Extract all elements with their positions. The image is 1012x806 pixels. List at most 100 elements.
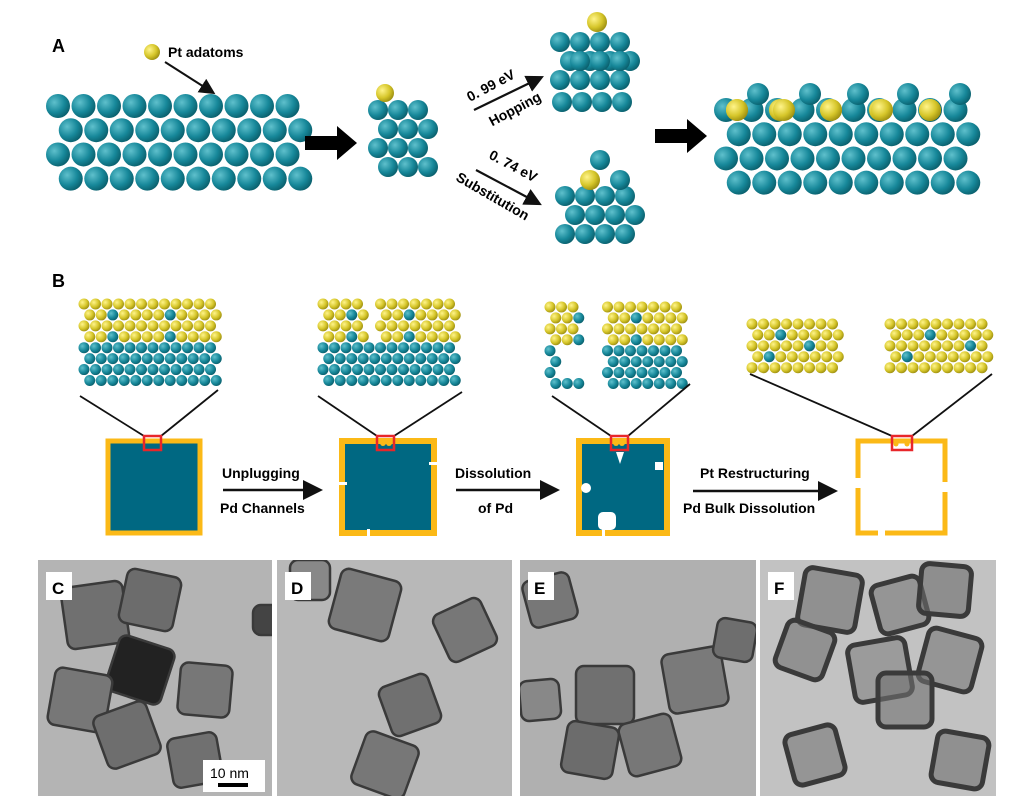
pt-atom [792, 362, 804, 374]
pt-atom [619, 312, 631, 324]
pt-atom [386, 320, 398, 332]
pt-atom [392, 309, 404, 321]
pd-atom [346, 309, 358, 321]
pd-atom [615, 186, 635, 206]
pd-atom [262, 166, 287, 191]
pt-atom [648, 323, 659, 335]
pd-atom [97, 142, 121, 167]
pd-atom [58, 166, 83, 191]
pd-atom [550, 356, 562, 368]
pd-atom [418, 119, 438, 139]
pt-atom [976, 362, 988, 374]
pd-atom [421, 342, 432, 354]
pd-atom [590, 150, 610, 170]
pt-atom [580, 170, 600, 190]
pd-atom [630, 312, 642, 324]
pd-atom [918, 146, 942, 171]
pt-atom [544, 301, 556, 313]
pd-atom [403, 353, 415, 365]
pd-atom [879, 170, 904, 195]
pt-atom [444, 320, 455, 332]
pd-atom [438, 374, 450, 386]
substitution-arrow [475, 169, 542, 206]
pt-atom [896, 362, 907, 374]
tem-panel-f: F [760, 560, 996, 796]
pd-atom [565, 205, 585, 225]
pd-atom [426, 374, 438, 386]
pt-atom [642, 334, 654, 346]
nanocube [104, 634, 176, 706]
pd-atom [943, 146, 968, 171]
pt-atom [619, 334, 631, 346]
pt-atom [809, 351, 821, 363]
pd-atom [867, 146, 891, 171]
pd-atom [777, 170, 802, 195]
pt-atom [205, 298, 216, 310]
pd-atom [346, 374, 358, 386]
pd-atom [444, 364, 455, 376]
pd-atom [653, 356, 665, 368]
pd-atom [555, 186, 575, 206]
pd-atom [398, 342, 409, 354]
pt-atom [665, 334, 677, 346]
pt-atom [642, 312, 654, 324]
pt-atom [421, 298, 432, 310]
pt-atom [550, 312, 562, 324]
pt-atom [953, 362, 965, 374]
pd-atom [340, 364, 352, 376]
pd-atom [199, 94, 223, 118]
pt-atom [352, 298, 363, 310]
pd-atom [552, 92, 572, 112]
pd-atom [630, 356, 642, 368]
pt-atom [827, 362, 838, 374]
pt-atom [763, 329, 775, 341]
pt-atom [648, 301, 659, 313]
pt-atom [942, 340, 953, 352]
pt-atom [659, 301, 671, 313]
pd-atom [595, 186, 615, 206]
pt-atom [544, 323, 556, 335]
pd-atom [122, 142, 147, 167]
cube-1 [105, 438, 203, 536]
pt-atom [953, 318, 965, 330]
tem-panel-c: C [38, 560, 272, 796]
pd-atom [613, 367, 625, 379]
pd-atom [136, 342, 147, 354]
pt-atom [380, 331, 392, 343]
pd-atom [561, 377, 573, 389]
pt-atom [153, 331, 165, 343]
pt-atom [752, 351, 764, 363]
pd-atom [892, 146, 917, 171]
pd-atom [747, 83, 769, 105]
pt-atom [953, 340, 965, 352]
pd-atom [363, 364, 375, 376]
pt-atom [130, 309, 142, 321]
pt-atom [919, 362, 930, 374]
pt-atom [665, 312, 677, 324]
pt-atom [182, 298, 193, 310]
pt-atom [199, 331, 211, 343]
pd-atom [653, 377, 665, 389]
pt-atom [827, 318, 838, 330]
pt-atom [130, 331, 142, 343]
pd-atom [403, 374, 415, 386]
pt-atom [432, 320, 444, 332]
step3-bottom: Pd Bulk Dissolution [683, 500, 815, 516]
pd-atom [392, 374, 404, 386]
pd-atom [97, 94, 121, 118]
pt-atom [340, 320, 352, 332]
pd-atom [799, 83, 821, 105]
pt-atom [170, 298, 182, 310]
pt-atom [84, 331, 96, 343]
pt-atom [415, 309, 427, 321]
pd-atom [803, 122, 828, 147]
nanocube [327, 567, 403, 643]
pt-atom [884, 362, 896, 374]
pd-atom [170, 364, 182, 376]
pd-atom [118, 374, 130, 386]
panel-b-label: B [52, 271, 65, 291]
pt-atom [386, 298, 398, 310]
zoom-line [393, 391, 463, 437]
pd-atom [408, 138, 428, 158]
pt-atom [942, 362, 953, 374]
